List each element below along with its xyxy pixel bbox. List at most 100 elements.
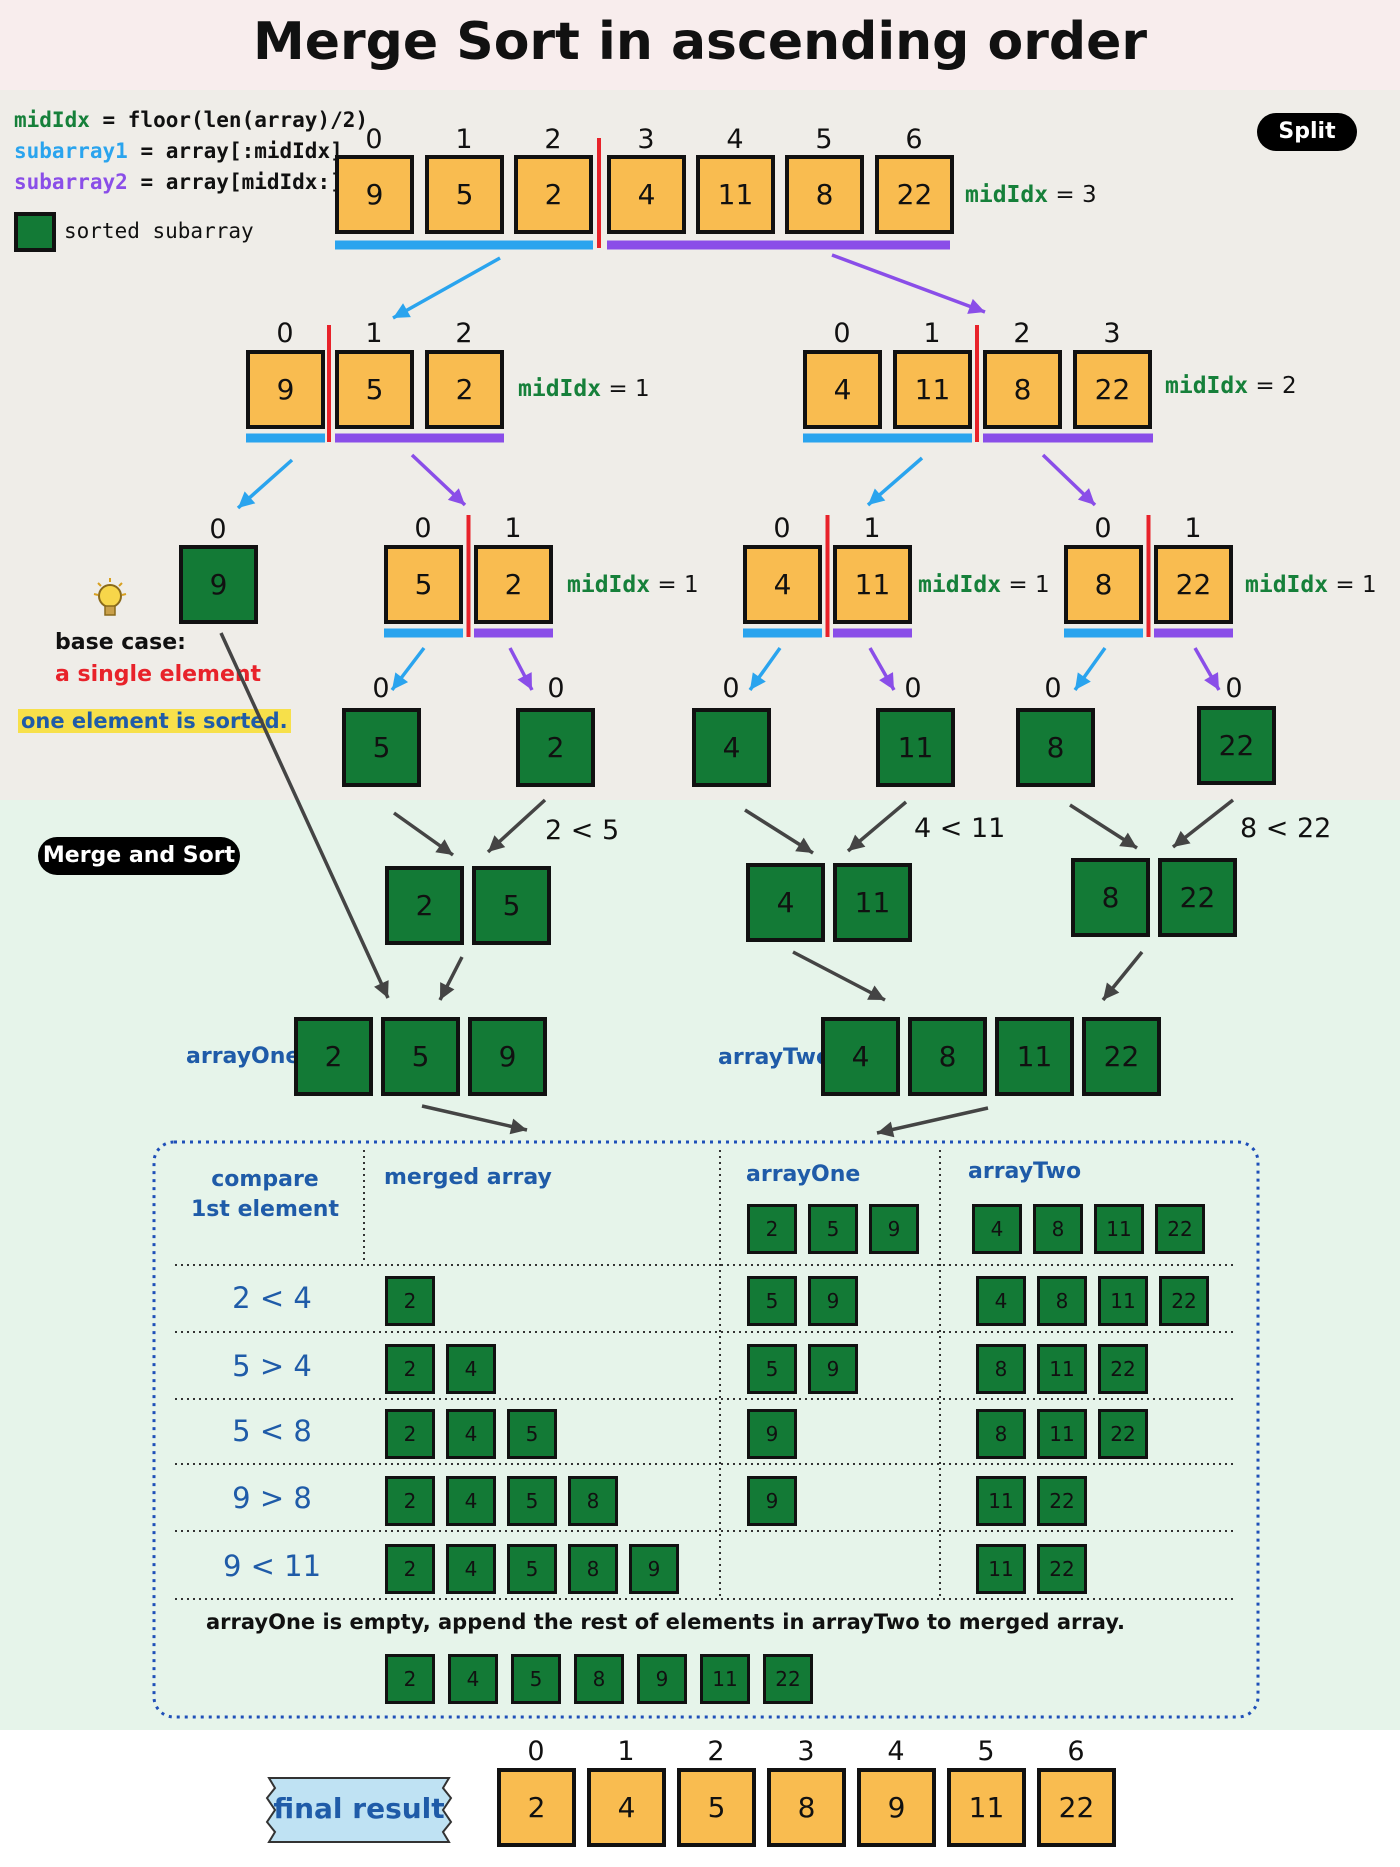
level3-index-0: 0 bbox=[372, 673, 390, 704]
final-index-5: 5 bbox=[977, 1736, 995, 1767]
final-cell-3: 8 bbox=[767, 1768, 846, 1847]
arrayOne-label: arrayOne bbox=[186, 1044, 301, 1069]
arrow-l2b-right-head bbox=[879, 672, 894, 690]
level3-index-3: 0 bbox=[904, 673, 922, 704]
merge-pair-a-1: 5 bbox=[472, 866, 551, 945]
merge-pair-c-1: 22 bbox=[1158, 858, 1237, 937]
level3-cell-5: 22 bbox=[1197, 706, 1276, 785]
legend-sorted-swatch bbox=[14, 212, 56, 252]
level2-single-cell: 9 bbox=[179, 545, 258, 624]
level1-left-index-1: 1 bbox=[365, 318, 383, 349]
table-row-2-two-0: 8 bbox=[976, 1409, 1026, 1459]
arrow-l1a-left-head bbox=[238, 491, 256, 508]
arrow-merge-c-right-head bbox=[1173, 830, 1191, 847]
table-row-3-merged-1: 4 bbox=[446, 1476, 496, 1526]
table-row-3-one-0: 9 bbox=[747, 1476, 797, 1526]
final-cell-0: 2 bbox=[497, 1768, 576, 1847]
arrow-l0-right bbox=[831, 253, 986, 314]
level1-left-index-2: 2 bbox=[455, 318, 473, 349]
level1-right-cell-0: 4 bbox=[803, 350, 882, 429]
level2-a-cell-1: 2 bbox=[474, 545, 553, 624]
arrow-l2c-left-head bbox=[1075, 672, 1091, 690]
table-row-4-two-1: 22 bbox=[1037, 1544, 1087, 1594]
table-initial-two-2: 11 bbox=[1094, 1204, 1144, 1254]
level3-index-2: 0 bbox=[722, 673, 740, 704]
level1-left-index-0: 0 bbox=[276, 318, 294, 349]
table-initial-two-3: 22 bbox=[1155, 1204, 1205, 1254]
arrayTwo-cell-3: 22 bbox=[1082, 1017, 1161, 1096]
level2-c-cell-0: 8 bbox=[1064, 545, 1143, 624]
level0-cell-0: 9 bbox=[335, 155, 414, 234]
arrow-l0-left bbox=[392, 256, 501, 320]
arrayOne-cell-2: 9 bbox=[468, 1017, 547, 1096]
arrow-merge-b-down-head bbox=[867, 985, 885, 1000]
table-final-merged-3: 8 bbox=[574, 1654, 624, 1704]
table-note: arrayOne is empty, append the rest of el… bbox=[206, 1610, 1125, 1634]
table-final-merged-4: 9 bbox=[637, 1654, 687, 1704]
level1-right-midIdx: midIdx = 2 bbox=[1165, 373, 1297, 399]
level1-left-cell-0: 9 bbox=[246, 350, 325, 429]
level1-right-index-3: 3 bbox=[1103, 318, 1121, 349]
table-row-3-two-0: 11 bbox=[976, 1476, 1026, 1526]
level2-a-index-1: 1 bbox=[504, 513, 522, 544]
arrayOne-cell-1: 5 bbox=[381, 1017, 460, 1096]
arrow-base-case-head bbox=[374, 980, 389, 998]
arrow-l1b-left-head bbox=[868, 488, 886, 505]
table-final-merged-5: 11 bbox=[700, 1654, 750, 1704]
table-row-0-cmp: 2 < 4 bbox=[232, 1281, 312, 1315]
level0-cell-4: 11 bbox=[696, 155, 775, 234]
merge-cmp-a: 2 < 5 bbox=[545, 815, 620, 846]
level2-b-index-1: 1 bbox=[863, 513, 881, 544]
arrow-l2c-right-head bbox=[1204, 672, 1219, 690]
base-case-label: base case: bbox=[55, 630, 186, 655]
level0-midIdx: midIdx = 3 bbox=[965, 182, 1097, 208]
final-result-label-box bbox=[263, 1776, 455, 1844]
level0-cell-2: 2 bbox=[514, 155, 593, 234]
arrow-l2a-left-head bbox=[392, 672, 409, 690]
arrow-merge-a-left-head bbox=[435, 839, 453, 855]
arrow-l0-right-head bbox=[967, 298, 985, 314]
table-row-1-two-2: 22 bbox=[1098, 1344, 1148, 1394]
arrow-base-case bbox=[219, 632, 390, 999]
arrow-arrayTwo-to-table-head bbox=[877, 1121, 895, 1138]
legend-subarray1-var: subarray1 bbox=[14, 139, 128, 163]
level0-index-5: 5 bbox=[815, 124, 833, 155]
table-row-1-cmp: 5 > 4 bbox=[232, 1349, 312, 1383]
level2-c-cell-1: 22 bbox=[1154, 545, 1233, 624]
level0-cell-6: 22 bbox=[875, 155, 954, 234]
table-row-0-one-0: 5 bbox=[747, 1276, 797, 1326]
arrayTwo-cell-1: 8 bbox=[908, 1017, 987, 1096]
level1-left-cell-2: 2 bbox=[425, 350, 504, 429]
arrayOne-cell-0: 2 bbox=[294, 1017, 373, 1096]
merge-cmp-b: 4 < 11 bbox=[914, 813, 1006, 844]
table-row-0-merged-0: 2 bbox=[385, 1276, 435, 1326]
table-row-0-two-3: 22 bbox=[1159, 1276, 1209, 1326]
level2-c-index-1: 1 bbox=[1184, 513, 1202, 544]
level1-right-index-0: 0 bbox=[833, 318, 851, 349]
level3-index-4: 0 bbox=[1044, 673, 1062, 704]
level2-a-midIdx: midIdx = 1 bbox=[567, 572, 699, 598]
table-row-2-cmp: 5 < 8 bbox=[232, 1414, 312, 1448]
level1-right-cell-2: 8 bbox=[983, 350, 1062, 429]
level0-index-2: 2 bbox=[544, 124, 562, 155]
level2-b-index-0: 0 bbox=[773, 513, 791, 544]
table-row-4-merged-2: 5 bbox=[507, 1544, 557, 1594]
level1-left-cell-1: 5 bbox=[335, 350, 414, 429]
level3-cell-2: 4 bbox=[692, 708, 771, 787]
merge-pair-a-0: 2 bbox=[385, 866, 464, 945]
level1-right-index-1: 1 bbox=[923, 318, 941, 349]
table-initial-one-1: 5 bbox=[808, 1204, 858, 1254]
table-header-arrayOne: arrayOne bbox=[746, 1162, 861, 1187]
table-box bbox=[152, 1140, 1260, 1719]
table-row-4-two-0: 11 bbox=[976, 1544, 1026, 1594]
table-row-1-one-0: 5 bbox=[747, 1344, 797, 1394]
base-case-note: one element is sorted. bbox=[18, 709, 291, 733]
level0-index-3: 3 bbox=[637, 124, 655, 155]
legend-subarray2: subarray2 = array[midIdx:] bbox=[14, 170, 343, 194]
legend-subarray1: subarray1 = array[:midIdx] bbox=[14, 139, 343, 163]
legend-midIdx-var: midIdx bbox=[14, 108, 90, 132]
arrayTwo-cell-0: 4 bbox=[821, 1017, 900, 1096]
table-header-compare: compare 1st element bbox=[191, 1167, 339, 1222]
table-header-merged: merged array bbox=[384, 1165, 552, 1190]
